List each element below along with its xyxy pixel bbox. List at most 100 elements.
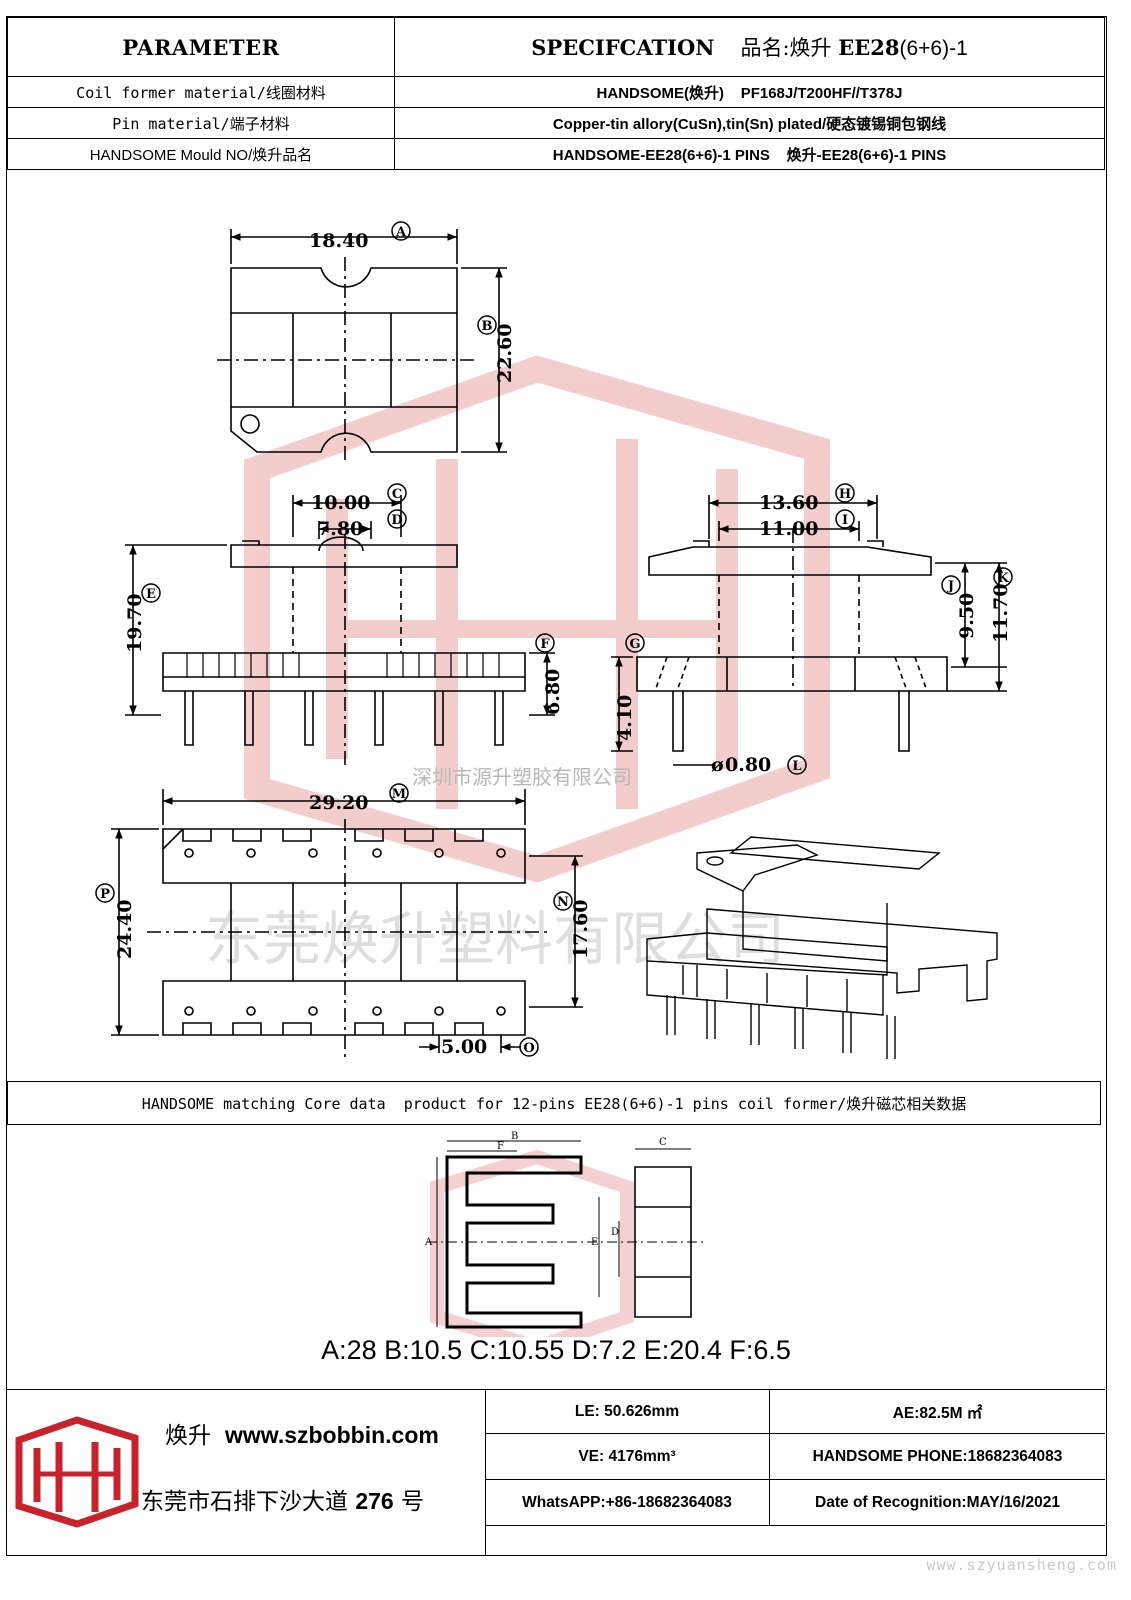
dim-n-value: 17.60 [570, 900, 592, 960]
param-mould-no: HANDSOME Mould NO/焕升品名 [7, 138, 395, 170]
svg-text:B: B [482, 319, 493, 334]
svg-text:J: J [947, 579, 954, 594]
spec-mould-no: HANDSOME-EE28(6+6)-1 PINS 焕升-EE28(6+6)-1… [394, 138, 1105, 170]
dim-i-value: 11.00 [759, 518, 819, 540]
circle-letter-d: D [387, 509, 407, 529]
bobbin-drawing: 深圳市源升塑胶有限公司 东莞焕升塑料有限公司 [7, 169, 1105, 1080]
dim-e-value: 19.70 [124, 594, 146, 654]
dim-l-value: 0.80 [725, 754, 771, 776]
spec-pin-material: Copper-tin allory(CuSn),tin(Sn) plated/硬… [394, 107, 1105, 139]
circle-letter-b: B [477, 315, 497, 335]
company-logo-icon [15, 1416, 139, 1528]
svg-text:F: F [540, 637, 550, 652]
watermark-url: www.szyuansheng.com [926, 1556, 1117, 1574]
dim-phi-symbol: ø [711, 754, 724, 776]
core-parameters-grid: LE: 50.626mm AE:82.5M ㎡ VE: 4176mm³ HAND… [485, 1390, 1105, 1556]
product-brand: 焕升 [789, 36, 832, 60]
svg-text:E: E [146, 587, 156, 602]
company-block: 焕升 www.szbobbin.com 东莞市石排下沙大道 276 号 [7, 1390, 486, 1556]
circle-letter-f: F [535, 633, 555, 653]
website-link[interactable]: www.szbobbin.com [225, 1422, 439, 1448]
circle-letter-c: C [387, 483, 407, 503]
circle-letter-h: H [835, 483, 855, 503]
circle-letter-p: P [95, 883, 115, 903]
dim-j-value: 9.50 [956, 593, 978, 639]
dim-k-value: 11.70 [990, 584, 1012, 644]
product-model: EE28 [838, 35, 900, 60]
footer: 焕升 www.szbobbin.com 东莞市石排下沙大道 276 号 LE: 5… [7, 1389, 1105, 1556]
dim-d-value: 7.80 [317, 518, 363, 540]
svg-text:N: N [557, 895, 569, 910]
ae-value: AE:82.5M ㎡ [770, 1390, 1105, 1434]
core-dimensions: A:28 B:10.5 C:10.55 D:7.2 E:20.4 F:6.5 [321, 1335, 791, 1365]
phone-value: HANDSOME PHONE:18682364083 [770, 1434, 1105, 1480]
drawing-svg: 深圳市源升塑胶有限公司 东莞焕升塑料有限公司 [95, 221, 1013, 1059]
svg-text:L: L [792, 759, 801, 774]
specification-heading: SPECIFCATION 品名:焕升 EE28(6+6)-1 [394, 17, 1105, 77]
spec-coil-former-material: HANDSOME(焕升) PF168J/T200HF//T378J [394, 76, 1105, 108]
whatsapp-value: WhatsAPP:+86-18682364083 [485, 1480, 770, 1526]
core-label-f: F [497, 1141, 504, 1152]
top-view [217, 229, 507, 465]
dim-f-value: 6.80 [542, 669, 564, 715]
dim-b-value: 22.60 [494, 324, 516, 384]
watermark-logo [244, 355, 830, 883]
dim-c-value: 10.00 [311, 492, 371, 514]
circle-letter-e: E [141, 583, 161, 603]
parameter-heading: PARAMETER [7, 17, 395, 77]
circle-letter-l: L [787, 755, 807, 775]
core-label-c: C [659, 1137, 667, 1148]
core-label-a: A [424, 1237, 433, 1248]
address-line: 东莞市石排下沙大道 276 号 [141, 1482, 424, 1516]
svg-text:M: M [392, 787, 406, 802]
svg-text:G: G [629, 637, 640, 652]
circle-letter-a: A [391, 221, 411, 241]
circle-letter-m: M [389, 783, 409, 803]
front-view [125, 495, 555, 765]
core-label-b: B [511, 1131, 518, 1142]
core-svg: B F A C E D [424, 1131, 707, 1355]
svg-text:P: P [100, 887, 110, 902]
address-suffix: 号 [401, 1489, 424, 1515]
circle-letter-k: K [993, 567, 1013, 587]
watermark-dongguan: 东莞焕升塑料有限公司 [205, 905, 785, 973]
brand-name-cn: 焕升 [165, 1423, 211, 1449]
svg-text:A: A [395, 225, 407, 240]
ve-value: VE: 4176mm³ [485, 1434, 770, 1480]
dim-o-value: 5.00 [441, 1036, 487, 1058]
side-view [611, 495, 1007, 766]
bottom-view [111, 789, 583, 1059]
address-number: 276 [355, 1488, 394, 1514]
svg-text:O: O [523, 1041, 534, 1056]
dim-a-value: 18.40 [309, 230, 369, 252]
circle-letter-n: N [553, 891, 573, 911]
circle-letter-i: I [835, 509, 855, 529]
core-label-e: E [591, 1237, 598, 1248]
address-text: 东莞市石排下沙大道 [141, 1489, 348, 1515]
svg-text:I: I [842, 513, 848, 528]
param-pin-material: Pin material/端子材料 [7, 107, 395, 139]
circle-letter-g: G [625, 633, 645, 653]
isometric-view [646, 836, 998, 1059]
core-drawing: B F A C E D [7, 1127, 1105, 1387]
dim-g-value: 4.10 [614, 695, 636, 741]
dim-p-value: 24.40 [114, 900, 136, 960]
brand-line: 焕升 www.szbobbin.com [165, 1416, 439, 1450]
dim-m-value: 29.20 [309, 792, 369, 814]
svg-text:K: K [997, 571, 1009, 586]
core-label-d: D [611, 1227, 619, 1238]
circle-letter-o: O [519, 1037, 539, 1057]
date-value: Date of Recognition:MAY/16/2021 [770, 1480, 1105, 1526]
watermark-shenzhen: 深圳市源升塑胶有限公司 [412, 765, 632, 789]
svg-text:C: C [392, 487, 402, 502]
core-data-heading: HANDSOME matching Core data product for … [7, 1081, 1101, 1125]
product-suffix: (6+6)-1 [899, 37, 968, 60]
param-coil-former-material: Coil former material/线圈材料 [7, 76, 395, 108]
svg-text:H: H [839, 487, 851, 502]
le-value: LE: 50.626mm [485, 1390, 770, 1434]
specification-label: SPECIFCATION [531, 35, 715, 60]
svg-text:D: D [391, 513, 402, 528]
product-name-label: 品名: [740, 36, 790, 60]
